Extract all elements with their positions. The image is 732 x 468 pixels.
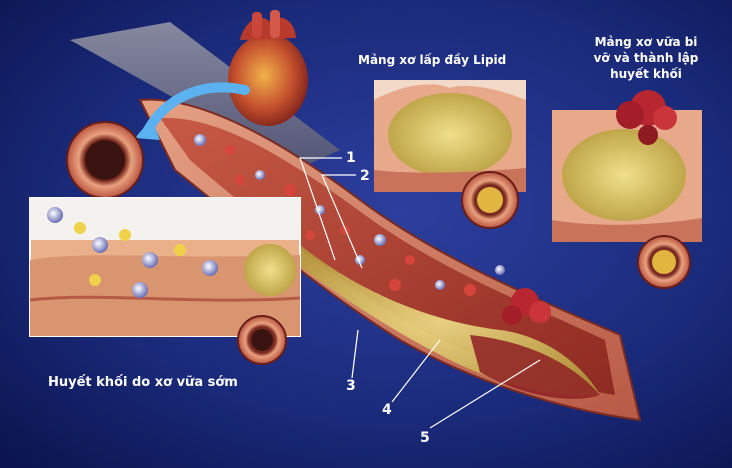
blood-cell [235, 175, 245, 185]
blood-cell [374, 234, 386, 246]
blood-cell [435, 280, 445, 290]
callout-4: 4 [382, 402, 392, 418]
inset-cell [47, 207, 63, 223]
blood-cell [340, 225, 350, 235]
artery-cross-section-small-3 [638, 236, 690, 288]
blood-cell [284, 184, 296, 196]
blood-cell [305, 230, 315, 240]
blood-cell [464, 284, 476, 296]
caption-lipid-plaque: Mảng xơ lấp đầy Lipid [358, 53, 506, 67]
callout-3: 3 [346, 378, 356, 394]
callout-5: 5 [420, 430, 430, 446]
callout-1: 1 [346, 150, 356, 166]
artery-cross-section-small-2 [462, 172, 518, 228]
artery-cross-section-small-1 [238, 316, 286, 364]
inset-cell [202, 260, 218, 276]
inset-cell [119, 229, 131, 241]
artery-cross-section-icon [67, 122, 143, 198]
ruptured-plaque-inset [552, 90, 702, 242]
caption-ruptured-line2: vỡ và thành lập [594, 51, 699, 65]
inset-cell [142, 252, 158, 268]
blood-cell [255, 170, 265, 180]
inset-cell [74, 222, 86, 234]
caption-ruptured-line1: Mảng xơ vữa bi [595, 35, 698, 49]
caption-ruptured-line3: huyết khối [610, 67, 682, 81]
callout-2: 2 [360, 168, 370, 184]
inset-cell [174, 244, 186, 256]
blood-cell [495, 265, 505, 275]
blood-cell [194, 134, 206, 146]
inset-cell [92, 237, 108, 253]
blood-cell [389, 279, 401, 291]
inset-cell [132, 282, 148, 298]
caption-early-thrombus: Huyết khối do xơ vữa sớm [48, 375, 238, 390]
inset-cell [89, 274, 101, 286]
blood-cell [225, 145, 235, 155]
blood-cell [405, 255, 415, 265]
